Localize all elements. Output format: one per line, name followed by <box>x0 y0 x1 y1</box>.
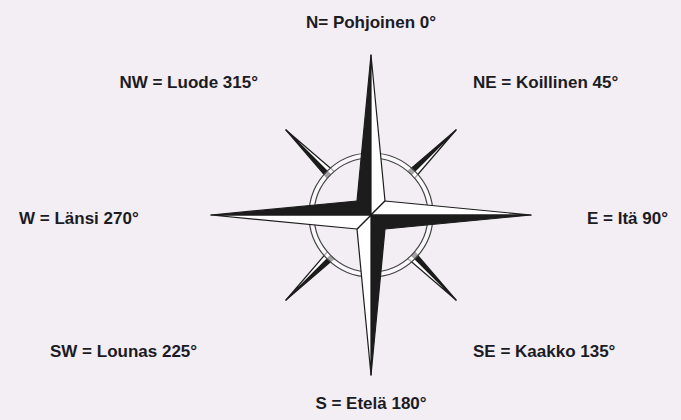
direction-label: N= Pohjoinen 0° <box>306 13 436 33</box>
direction-label: SW = Lounas 225° <box>50 342 197 362</box>
direction-label: W = Länsi 270° <box>19 209 139 229</box>
main-points <box>211 55 531 375</box>
compass-point <box>371 215 531 229</box>
compass-point <box>371 201 531 215</box>
direction-label: NW = Luode 315° <box>119 73 258 93</box>
direction-label: S = Etelä 180° <box>315 394 426 414</box>
compass-point <box>371 55 385 215</box>
compass-point <box>371 215 385 375</box>
direction-label: NE = Koillinen 45° <box>473 73 618 93</box>
direction-label: SE = Kaakko 135° <box>473 342 615 362</box>
direction-label: E = Itä 90° <box>587 209 668 229</box>
compass-point <box>357 55 371 215</box>
compass-point <box>357 215 371 375</box>
compass-point <box>211 201 371 215</box>
compass-point <box>211 215 371 229</box>
